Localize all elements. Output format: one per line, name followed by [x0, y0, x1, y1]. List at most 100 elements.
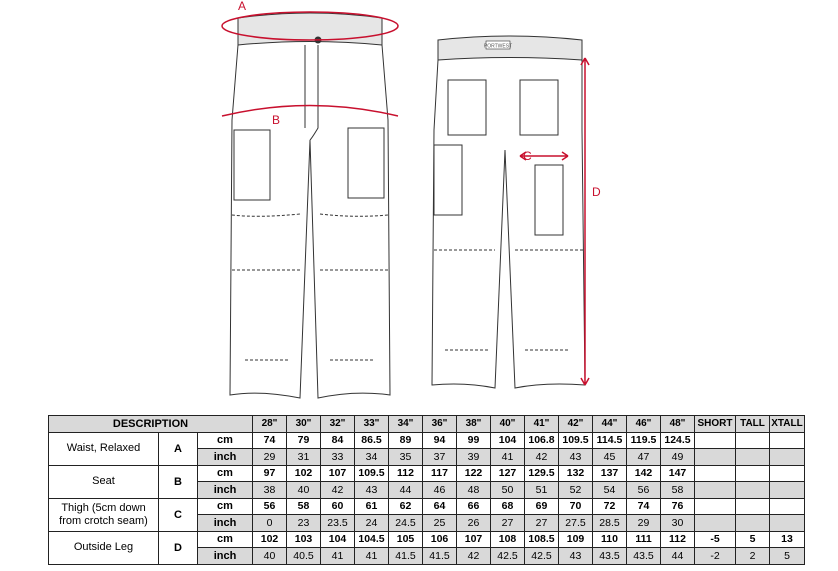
- value-cell: 103: [286, 530, 321, 548]
- size-header: 46": [626, 415, 661, 433]
- value-cell: 108.5: [524, 530, 559, 548]
- brand-tag-text: PORTWEST: [484, 43, 512, 49]
- size-header: 38": [456, 415, 491, 433]
- value-cell: 89: [388, 431, 423, 449]
- value-cell: 70: [558, 497, 593, 515]
- value-cell: 74: [252, 431, 287, 449]
- value-cell: 56: [626, 481, 661, 499]
- value-cell: 26: [456, 514, 491, 532]
- value-cell: [735, 431, 770, 449]
- value-cell: 46: [422, 481, 457, 499]
- value-cell: 142: [626, 464, 661, 482]
- value-cell: 107: [456, 530, 491, 548]
- value-cell: [769, 464, 805, 482]
- measurement-letter: C: [158, 497, 198, 532]
- value-cell: [769, 448, 805, 466]
- value-cell: 34: [354, 448, 389, 466]
- measurement-letter: A: [158, 431, 198, 466]
- value-cell: 72: [592, 497, 627, 515]
- front-view: [229, 12, 391, 399]
- unit-label: inch: [197, 547, 253, 565]
- description-header: DESCRIPTION: [48, 415, 253, 433]
- value-cell: 49: [660, 448, 695, 466]
- unit-label: cm: [197, 464, 253, 482]
- value-cell: 58: [660, 481, 695, 499]
- value-cell: 68: [490, 497, 525, 515]
- value-cell: 79: [286, 431, 321, 449]
- value-cell: 102: [252, 530, 287, 548]
- value-cell: 27: [524, 514, 559, 532]
- value-cell: -5: [694, 530, 736, 548]
- value-cell: 44: [660, 547, 695, 565]
- value-cell: 104: [490, 431, 525, 449]
- value-cell: 25: [422, 514, 457, 532]
- value-cell: [735, 497, 770, 515]
- value-cell: 42.5: [524, 547, 559, 565]
- value-cell: 74: [626, 497, 661, 515]
- value-cell: 124.5: [660, 431, 695, 449]
- size-header: 48": [660, 415, 695, 433]
- value-cell: 27: [490, 514, 525, 532]
- value-cell: 102: [286, 464, 321, 482]
- measurement-arrows: [221, 11, 590, 386]
- value-cell: 43: [354, 481, 389, 499]
- value-cell: 109: [558, 530, 593, 548]
- value-cell: 66: [456, 497, 491, 515]
- value-cell: [769, 431, 805, 449]
- unit-label: inch: [197, 481, 253, 499]
- size-header: SHORT: [694, 415, 736, 433]
- value-cell: [694, 514, 736, 532]
- value-cell: 127: [490, 464, 525, 482]
- value-cell: 41.5: [422, 547, 457, 565]
- value-cell: 45: [592, 448, 627, 466]
- size-header: 44": [592, 415, 627, 433]
- unit-label: cm: [197, 530, 253, 548]
- unit-label: inch: [197, 514, 253, 532]
- value-cell: [769, 481, 805, 499]
- value-cell: [694, 481, 736, 499]
- value-cell: [735, 464, 770, 482]
- unit-label: inch: [197, 448, 253, 466]
- value-cell: 37: [422, 448, 457, 466]
- value-cell: 99: [456, 431, 491, 449]
- value-cell: 42: [524, 448, 559, 466]
- value-cell: 44: [388, 481, 423, 499]
- value-cell: 13: [769, 530, 805, 548]
- size-header: 34": [388, 415, 423, 433]
- value-cell: 50: [490, 481, 525, 499]
- value-cell: 107: [320, 464, 355, 482]
- value-cell: 41.5: [388, 547, 423, 565]
- measurement-label: Outside Leg: [48, 530, 159, 565]
- measurement-letter: D: [158, 530, 198, 565]
- value-cell: 43.5: [626, 547, 661, 565]
- value-cell: 97: [252, 464, 287, 482]
- label-b: B: [272, 113, 280, 127]
- value-cell: 62: [388, 497, 423, 515]
- value-cell: 137: [592, 464, 627, 482]
- size-header: 41": [524, 415, 559, 433]
- value-cell: [769, 514, 805, 532]
- value-cell: 5: [735, 530, 770, 548]
- unit-label: cm: [197, 497, 253, 515]
- value-cell: 119.5: [626, 431, 661, 449]
- value-cell: 38: [252, 481, 287, 499]
- value-cell: [735, 448, 770, 466]
- value-cell: 105: [388, 530, 423, 548]
- value-cell: 30: [660, 514, 695, 532]
- value-cell: 24: [354, 514, 389, 532]
- size-header: 33": [354, 415, 389, 433]
- label-a: A: [238, 0, 246, 13]
- value-cell: 42: [320, 481, 355, 499]
- value-cell: 42: [456, 547, 491, 565]
- size-header: 42": [558, 415, 593, 433]
- value-cell: 40.5: [286, 547, 321, 565]
- size-header: 30": [286, 415, 321, 433]
